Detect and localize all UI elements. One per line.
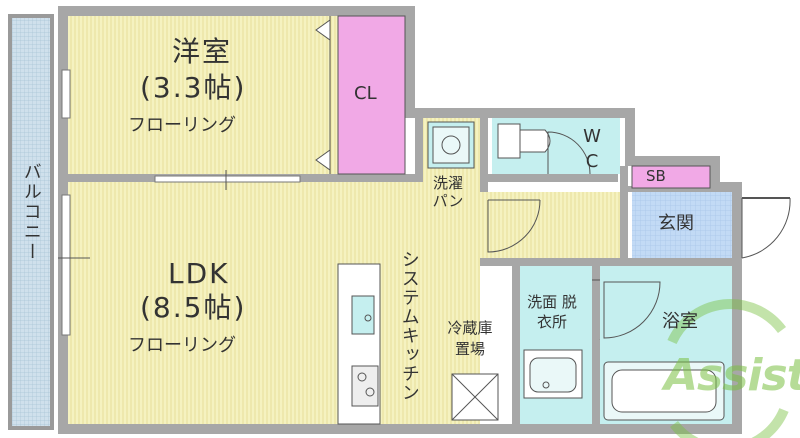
bathroom-label: 浴室 (662, 311, 698, 332)
shoe-box (631, 165, 711, 189)
balcony-label: バルコニー (20, 162, 42, 262)
closet-label: CL (354, 83, 377, 104)
washroom-label: 洗面 脱衣所 (527, 293, 577, 332)
western-room-size: (3.3帖) (140, 71, 247, 104)
balcony (8, 14, 54, 430)
laundry-label: 洗濯 パン (432, 174, 464, 210)
western-room-name: 洋室 (172, 35, 233, 68)
ldk-floor: フローリング (128, 335, 236, 356)
logo-mark (667, 299, 789, 438)
ldk-room (68, 182, 480, 424)
closet (337, 15, 406, 175)
kitchen-label: システムキッチン (398, 250, 420, 402)
ldk-size: (8.5帖) (140, 291, 247, 324)
ldk-name: LDK (168, 257, 230, 290)
western-room-floor: フローリング (128, 115, 236, 136)
toilet-label: W C (583, 126, 601, 173)
assist-logo: Assist (664, 350, 800, 401)
washroom (520, 266, 592, 424)
entrance-label: 玄関 (658, 213, 694, 234)
fridge-label: 冷蔵庫 置場 (447, 319, 493, 358)
entrance (632, 192, 732, 258)
western-room (68, 16, 338, 174)
shoe-box-label: SB (646, 167, 666, 185)
